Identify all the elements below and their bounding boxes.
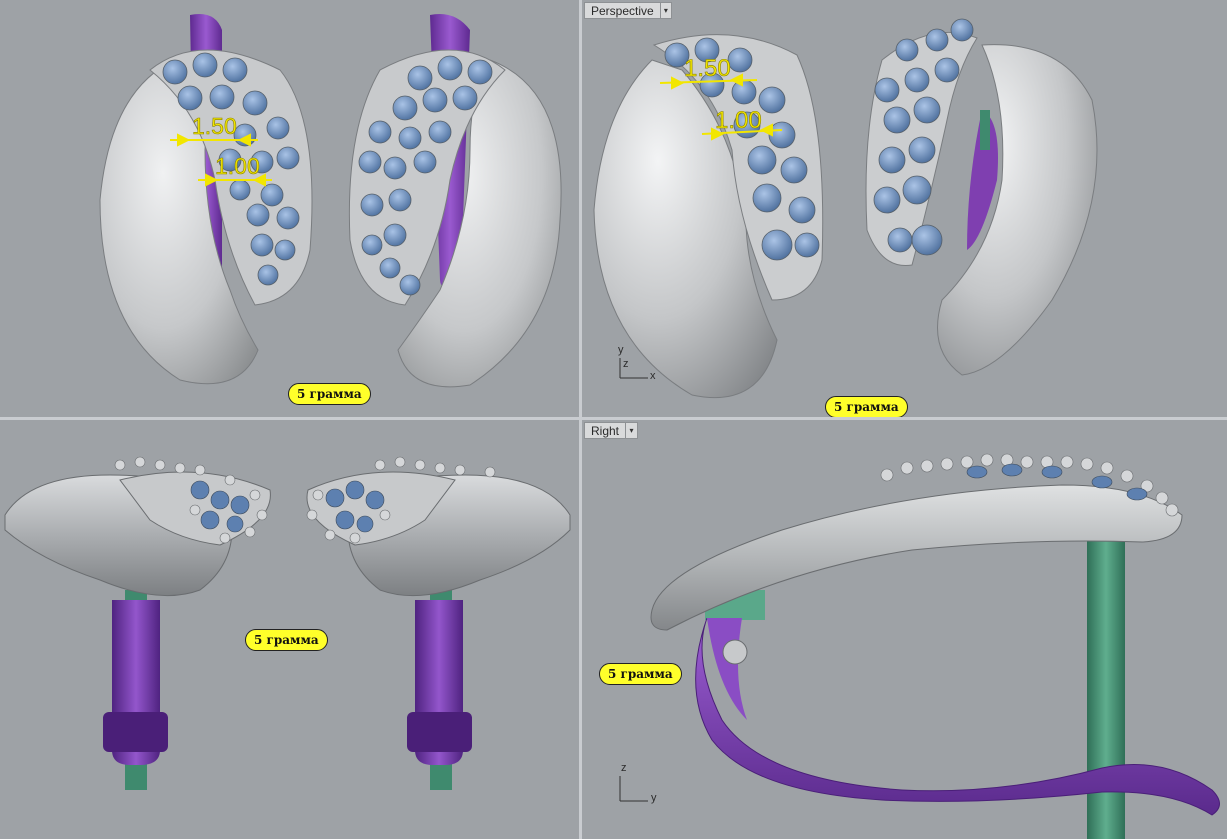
- viewport-name-tab[interactable]: Right ▾: [584, 422, 638, 439]
- axis-gizmo: [619, 358, 648, 379]
- weight-label: 5 грамма: [599, 663, 682, 685]
- chevron-down-icon[interactable]: ▾: [625, 423, 637, 438]
- earrings-front-render: 1.50 1.00: [99, 14, 562, 388]
- viewport-bottom-left[interactable]: 5 грамма: [0, 420, 579, 839]
- axis-x-label: x: [650, 370, 656, 382]
- earrings-perspective-render: 1.50 1.00: [593, 18, 1098, 399]
- weight-label: 5 грамма: [825, 396, 908, 417]
- axis-z-label: z: [623, 358, 629, 370]
- axis-gizmo: [619, 776, 648, 802]
- earrings-top-render: [4, 456, 571, 790]
- dim-text-2: 1.00: [215, 153, 260, 179]
- axis-z-label: z: [621, 762, 627, 774]
- viewport-perspective[interactable]: 1.50 1.00 y z x Perspective ▾ 5 грамма: [582, 0, 1227, 417]
- dim-text-2: 1.00: [715, 107, 762, 134]
- viewport-name: Right: [591, 423, 620, 438]
- dim-text-1: 1.50: [684, 55, 731, 82]
- axis-y-label: y: [618, 344, 624, 356]
- chevron-down-icon[interactable]: ▾: [659, 3, 671, 18]
- weight-label: 5 грамма: [245, 629, 328, 651]
- viewport-name-tab[interactable]: Perspective ▾: [584, 2, 672, 19]
- axis-y-label: y: [651, 792, 657, 804]
- viewport-right[interactable]: z y Right ▾ 5 грамма: [582, 420, 1227, 839]
- weight-label: 5 грамма: [288, 383, 371, 405]
- viewport-name: Perspective: [591, 3, 654, 18]
- dim-text-1: 1.50: [192, 113, 237, 139]
- earring-side-render: [619, 453, 1220, 839]
- viewport-top-left[interactable]: 1.50 1.00 5 грамма: [0, 0, 579, 417]
